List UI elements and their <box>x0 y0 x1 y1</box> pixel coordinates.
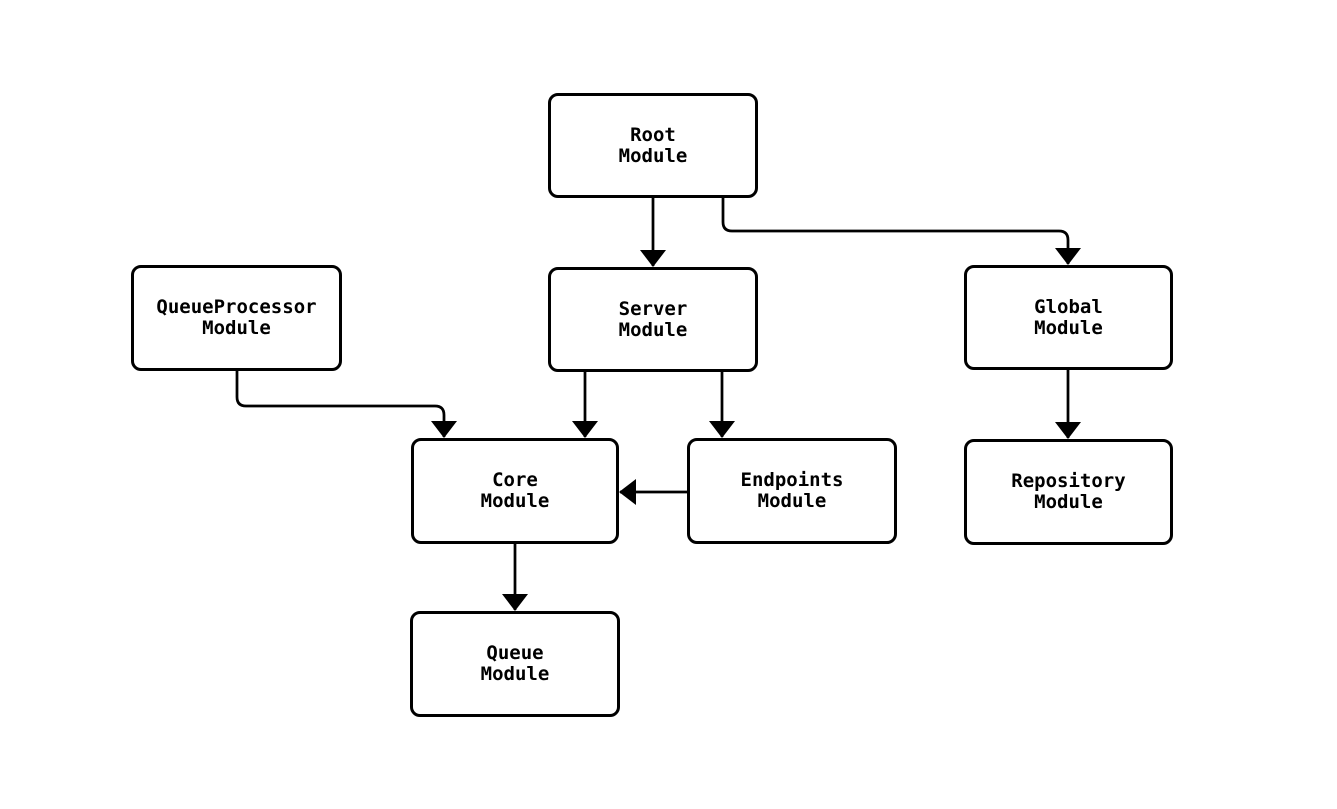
node-label: QueueProcessor <box>156 296 317 318</box>
node-label: Queue <box>486 642 544 664</box>
node-queue-module: Queue Module <box>410 611 620 717</box>
node-label: Endpoints <box>740 469 844 491</box>
node-label: Module <box>618 144 688 167</box>
node-global-module: Global Module <box>964 265 1173 370</box>
node-label: Module <box>757 490 827 512</box>
node-label: Root <box>630 123 676 146</box>
node-endpoints-module: Endpoints Module <box>687 438 897 544</box>
node-label: Global <box>1034 295 1103 318</box>
node-root-module: Root Module <box>548 93 758 198</box>
node-queueprocessor-module: QueueProcessor Module <box>131 265 342 371</box>
node-label: Module <box>618 318 688 341</box>
node-label: Module <box>480 663 550 685</box>
node-label: Module <box>1034 316 1103 339</box>
node-label: Core <box>492 469 538 491</box>
node-label: Server <box>618 297 688 320</box>
node-server-module: Server Module <box>548 267 758 372</box>
node-label: Repository <box>1011 470 1126 492</box>
node-core-module: Core Module <box>411 438 619 544</box>
edge-root-to-global <box>721 198 1081 265</box>
node-label: Module <box>202 317 271 339</box>
edge-queueprocessor-to-core <box>235 371 457 438</box>
node-repository-module: Repository Module <box>964 439 1173 545</box>
node-label: Module <box>1034 491 1103 513</box>
node-label: Module <box>480 490 550 512</box>
